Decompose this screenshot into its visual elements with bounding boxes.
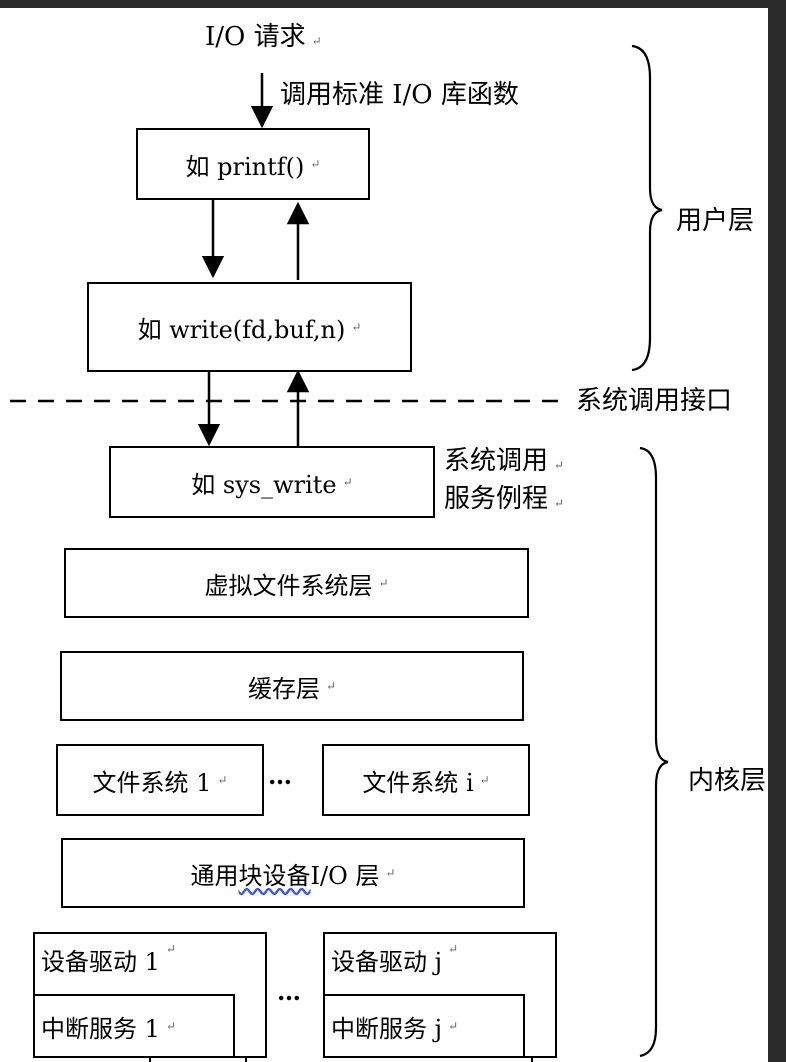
call-stdio-label: 调用标准 I/O 库函数	[280, 80, 519, 110]
cache-layer-box: 缓存层↵	[60, 651, 524, 721]
syscall-service-label-2: 服务例程↵	[444, 484, 565, 514]
io-layer-diagram: I/O 请求↵ 调用标准 I/O 库函数 如 printf()↵ 如 write…	[0, 8, 768, 1062]
interrupt-service-j-box: 中断服务 j↵	[323, 994, 525, 1058]
syscall-service-label-1: 系统调用↵	[444, 446, 565, 476]
file-system-1-box: 文件系统 1↵	[56, 744, 264, 816]
syscall-interface-label: 系统调用接口	[576, 386, 733, 416]
printf-box: 如 printf()↵	[136, 128, 370, 200]
sys-write-box: 如 sys_write↵	[109, 446, 435, 518]
diagram-lines	[10, 44, 669, 1062]
file-system-i-box: 文件系统 i↵	[322, 744, 530, 816]
right-dark-bar	[768, 0, 786, 1062]
top-dark-bar	[0, 0, 786, 8]
user-layer-brace	[631, 44, 663, 372]
kernel-layer-label: 内核层	[688, 766, 767, 796]
interrupt-service-1-box: 中断服务 1↵	[33, 994, 235, 1058]
io-request-label: I/O 请求↵	[205, 22, 322, 52]
device-driver-ellipsis: …	[277, 977, 301, 1006]
vfs-layer-box: 虚拟文件系统层↵	[64, 548, 529, 618]
user-layer-label: 用户层	[676, 206, 755, 236]
kernel-layer-brace	[639, 446, 669, 1058]
write-box: 如 write(fd,buf,n)↵	[87, 282, 412, 372]
file-system-ellipsis: …	[268, 761, 292, 790]
